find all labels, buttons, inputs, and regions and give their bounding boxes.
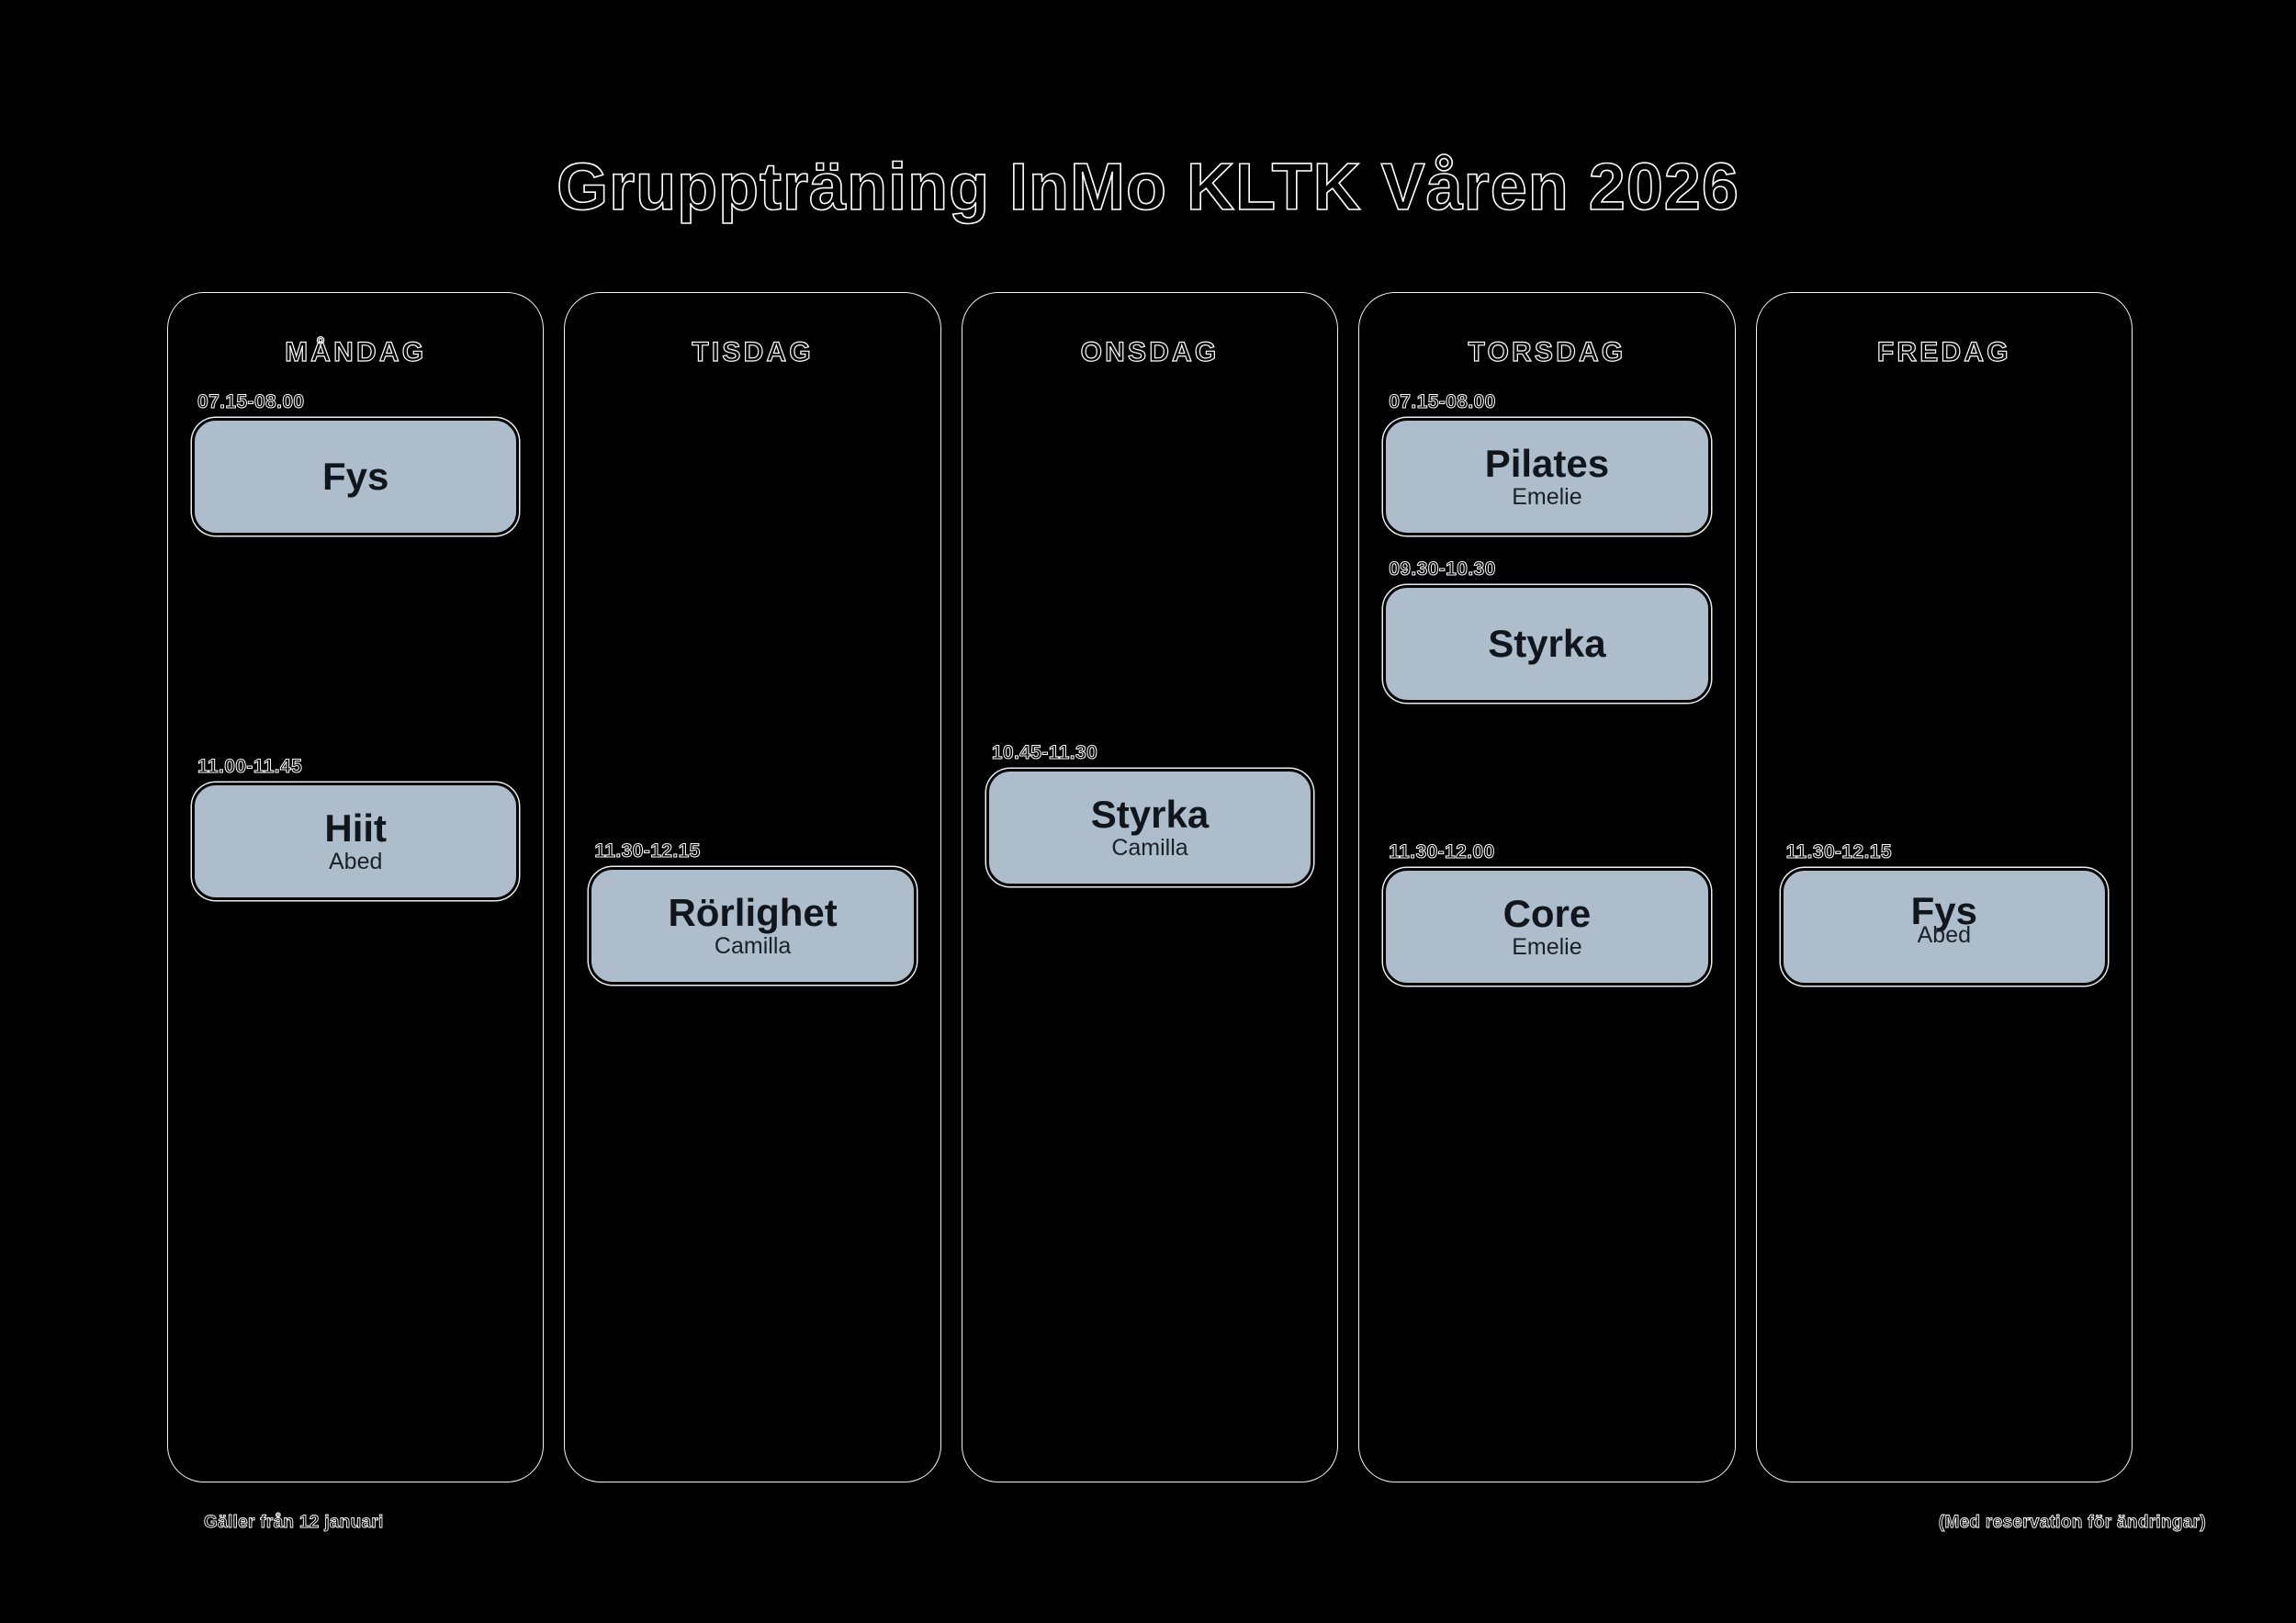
class-name: Fys — [1910, 888, 1978, 932]
class-name: Fys — [322, 454, 389, 498]
class-name: Styrka — [1090, 793, 1210, 836]
footer-valid-from-note: Gäller från 12 januari — [204, 1513, 384, 1532]
class-name: Rörlighet — [668, 891, 838, 934]
class-instructor: Abed — [1917, 922, 1972, 949]
class-time-label: 09.30-10.30 — [1389, 558, 1496, 580]
page-title: Gruppträning InMo KLTK Våren 2026 — [556, 151, 1739, 224]
class-time-label: 11.00-11.45 — [197, 756, 303, 777]
class-name: Hiit — [324, 806, 388, 850]
day-header-torsdag: TORSDAG — [1468, 337, 1626, 367]
class-instructor: Emelie — [1512, 483, 1582, 510]
day-header-fredag: FREDAG — [1876, 337, 2011, 367]
day-header-måndag: MÅNDAG — [285, 337, 427, 367]
class-time-label: 07.15-08.00 — [1389, 391, 1496, 412]
class-card[interactable]: Styrka — [1383, 585, 1711, 704]
class-card[interactable]: Fys — [192, 418, 520, 536]
class-time-label: 11.30-12.15 — [594, 840, 701, 862]
class-name: Pilates — [1484, 442, 1610, 485]
class-time-label: 07.15-08.00 — [197, 391, 305, 412]
class-instructor: Camilla — [714, 932, 792, 959]
class-instructor: Camilla — [1111, 834, 1188, 861]
class-time-label: 11.30-12.15 — [1785, 841, 1892, 862]
class-time-label: 11.30-12.00 — [1389, 841, 1495, 862]
class-instructor: Emelie — [1512, 933, 1582, 960]
class-instructor: Abed — [329, 848, 383, 874]
class-time-label: 10.45-11.30 — [991, 742, 1098, 763]
class-name: Core — [1503, 892, 1592, 935]
day-header-tisdag: TISDAG — [692, 337, 814, 367]
day-header-onsdag: ONSDAG — [1080, 337, 1220, 367]
class-name: Styrka — [1488, 621, 1606, 665]
footer-disclaimer-note: (Med reservation för ändringar) — [1938, 1513, 2206, 1532]
